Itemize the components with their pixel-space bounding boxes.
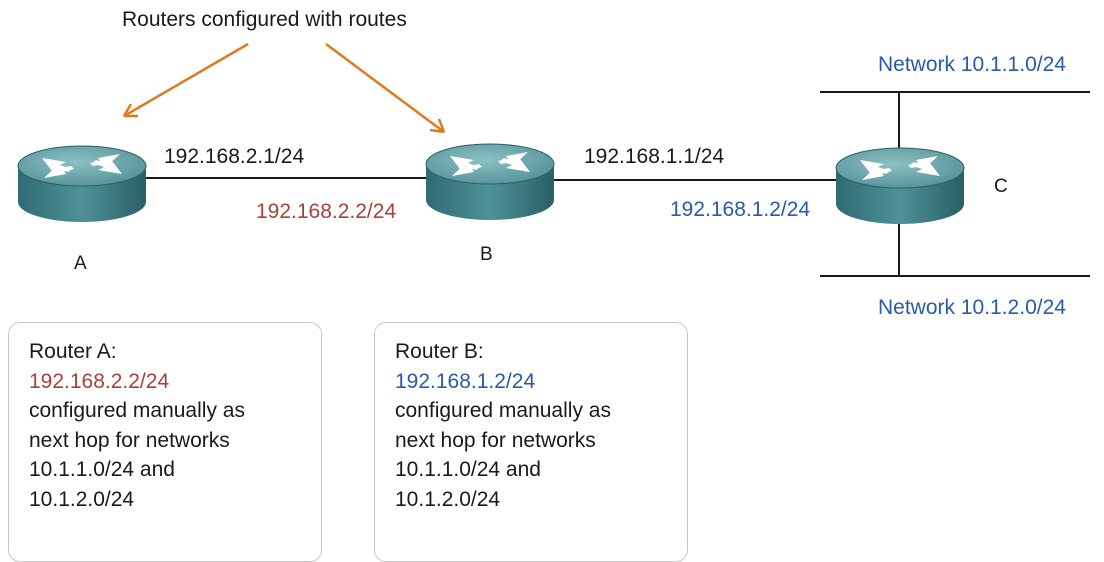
network-diagram [17, 42, 1090, 277]
note-next-hop: 192.168.2.2/24 [29, 369, 170, 393]
router-a-note: Router A: 192.168.2.2/24 configured manu… [8, 322, 322, 562]
callout-arrows [122, 42, 446, 134]
note-line: configured manually as [29, 399, 245, 422]
note-title: Router A: [29, 340, 117, 363]
callout-title: Routers configured with routes [122, 8, 407, 31]
arrow-to-router-a [123, 42, 249, 118]
router-b-icon [425, 143, 555, 221]
network-bottom-label: Network 10.1.2.0/24 [878, 296, 1066, 319]
note-line: 10.1.2.0/24 [395, 487, 501, 511]
arrow-to-router-b [325, 42, 445, 134]
router-a-label: A [74, 253, 87, 274]
router-b-ab-address: 192.168.2.2/24 [256, 200, 397, 223]
router-b-label: B [480, 244, 493, 265]
note-title: Router B: [395, 340, 484, 363]
router-a-icon [17, 145, 147, 223]
note-line: 10.1.1.0/24 and [395, 458, 541, 481]
network-top-label: Network 10.1.1.0/24 [878, 53, 1066, 76]
note-line: next hop for networks [29, 428, 230, 452]
router-b-note: Router B: 192.168.1.2/24 configured manu… [374, 322, 688, 562]
note-line: configured manually as [395, 399, 611, 422]
router-b-bc-address: 192.168.1.1/24 [584, 145, 725, 168]
router-c-icon [835, 147, 965, 225]
note-line: 10.1.1.0/24 and [29, 458, 175, 481]
note-line: 10.1.2.0/24 [29, 487, 135, 511]
note-line: next hop for networks [395, 428, 596, 452]
router-c-label: C [994, 176, 1008, 197]
note-next-hop: 192.168.1.2/24 [395, 369, 536, 393]
router-a-ab-address: 192.168.2.1/24 [164, 145, 305, 168]
router-c-bc-address: 192.168.1.2/24 [670, 198, 811, 221]
